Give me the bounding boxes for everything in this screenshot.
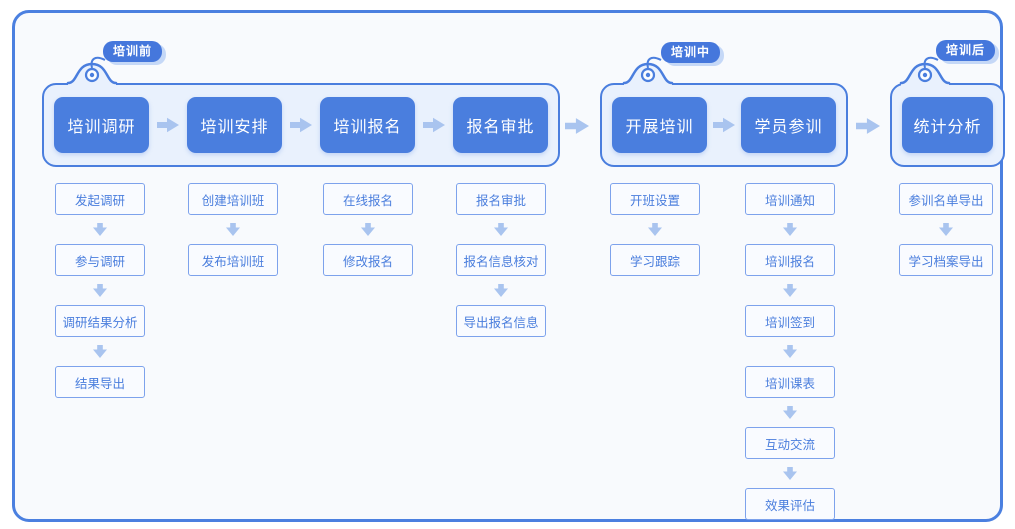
- steps-conduct-training: 开班设置 学习跟踪: [610, 183, 700, 276]
- down-arrow-icon: [494, 284, 508, 297]
- stage-statistical-analysis: 统计分析: [902, 97, 993, 153]
- step-node: 参与调研: [55, 244, 145, 276]
- down-arrow-icon: [939, 223, 953, 236]
- down-arrow-icon: [783, 345, 797, 358]
- step-node: 在线报名: [323, 183, 413, 215]
- down-arrow-icon: [783, 467, 797, 480]
- step-node: 创建培训班: [188, 183, 278, 215]
- down-arrow-icon: [93, 284, 107, 297]
- step-node: 发起调研: [55, 183, 145, 215]
- steps-training-registration: 在线报名 修改报名: [323, 183, 413, 276]
- down-arrow-icon: [648, 223, 662, 236]
- stage-registration-approval: 报名审批: [453, 97, 548, 153]
- badge-during-training: 培训中: [661, 42, 721, 63]
- section-after-training: 统计分析: [890, 83, 1005, 167]
- stage-training-arrangement: 培训安排: [187, 97, 282, 153]
- steps-training-arrangement: 创建培训班 发布培训班: [188, 183, 278, 276]
- step-node: 培训报名: [745, 244, 835, 276]
- right-arrow-icon: [565, 118, 589, 134]
- step-node: 培训通知: [745, 183, 835, 215]
- section-before-training: 培训调研 培训安排 培训报名 报名审批: [42, 83, 560, 167]
- down-arrow-icon: [783, 406, 797, 419]
- down-arrow-icon: [783, 284, 797, 297]
- down-arrow-icon: [93, 345, 107, 358]
- step-node: 开班设置: [610, 183, 700, 215]
- down-arrow-icon: [226, 223, 240, 236]
- step-node: 发布培训班: [188, 244, 278, 276]
- right-arrow-icon: [856, 118, 880, 134]
- step-node: 结果导出: [55, 366, 145, 398]
- steps-statistical-analysis: 参训名单导出 学习档案导出: [899, 183, 993, 276]
- section-during-training: 开展培训 学员参训: [600, 83, 848, 167]
- down-arrow-icon: [361, 223, 375, 236]
- step-node: 效果评估: [745, 488, 835, 520]
- step-node: 参训名单导出: [899, 183, 993, 215]
- badge-before-training: 培训前: [103, 41, 163, 62]
- stage-training-survey: 培训调研: [54, 97, 149, 153]
- steps-training-survey: 发起调研 参与调研 调研结果分析 结果导出: [55, 183, 145, 398]
- badge-after-training: 培训后: [936, 40, 996, 61]
- stage-conduct-training: 开展培训: [612, 97, 707, 153]
- down-arrow-icon: [93, 223, 107, 236]
- step-node: 报名审批: [456, 183, 546, 215]
- stage-training-registration: 培训报名: [320, 97, 415, 153]
- step-node: 学习跟踪: [610, 244, 700, 276]
- flowchart-frame: 培训调研 培训安排 培训报名 报名审批 开展培训 学员参训 统计分析 培训前 培…: [12, 10, 1005, 522]
- step-node: 修改报名: [323, 244, 413, 276]
- down-arrow-icon: [783, 223, 797, 236]
- right-arrow-icon: [423, 117, 445, 133]
- steps-registration-approval: 报名审批 报名信息核对 导出报名信息: [456, 183, 546, 337]
- step-node: 培训签到: [745, 305, 835, 337]
- step-node: 培训课表: [745, 366, 835, 398]
- right-arrow-icon: [157, 117, 179, 133]
- steps-trainee-participation: 培训通知 培训报名 培训签到 培训课表 互动交流 效果评估: [745, 183, 835, 520]
- right-arrow-icon: [290, 117, 312, 133]
- step-node: 导出报名信息: [456, 305, 546, 337]
- right-arrow-icon: [713, 117, 735, 133]
- stage-trainee-participation: 学员参训: [741, 97, 836, 153]
- step-node: 学习档案导出: [899, 244, 993, 276]
- step-node: 调研结果分析: [55, 305, 145, 337]
- step-node: 报名信息核对: [456, 244, 546, 276]
- down-arrow-icon: [494, 223, 508, 236]
- step-node: 互动交流: [745, 427, 835, 459]
